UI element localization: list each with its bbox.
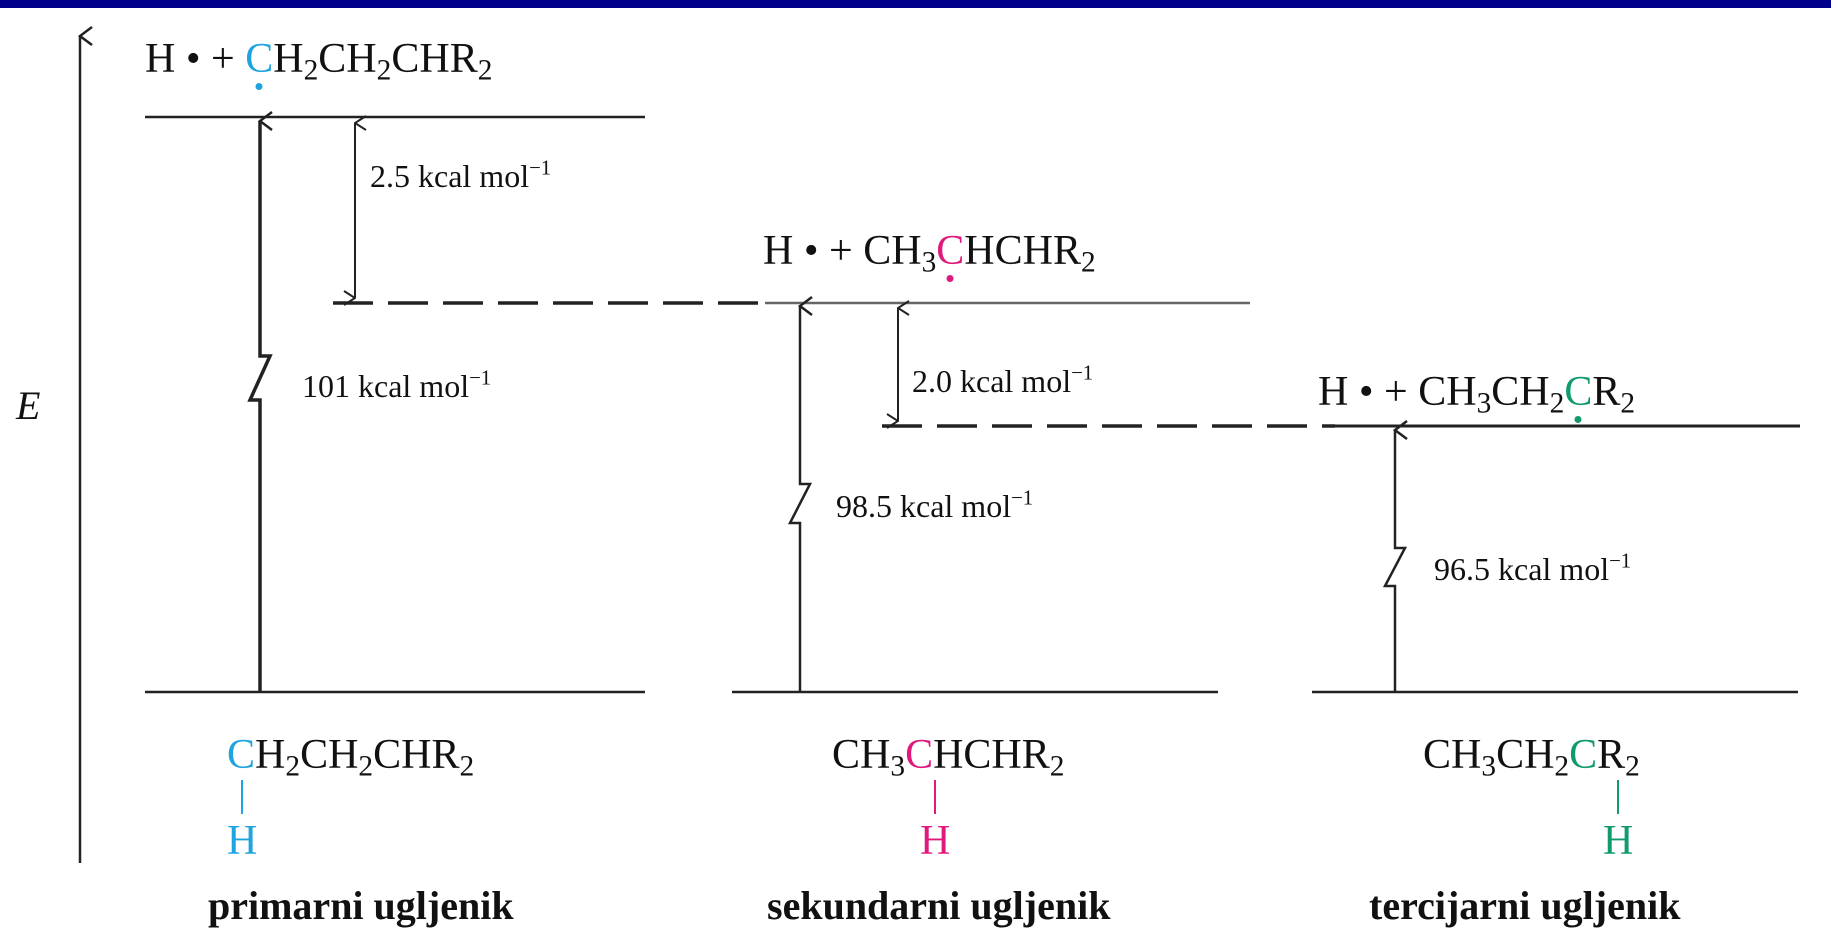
ch-bond-secondary — [934, 780, 936, 814]
formula-subscript: 2 — [477, 54, 493, 87]
molecule-tertiary: CH3CH2CR2 — [1423, 732, 1640, 781]
radical-prefix-2: CH — [1491, 369, 1550, 415]
formula-subscript: 2 — [1081, 246, 1096, 279]
molecule-secondary: CH3CHCHR2 — [832, 732, 1064, 781]
difference-value: 2.5 — [370, 158, 410, 194]
molecule-primary: CH2CH2CHR2 — [227, 732, 474, 781]
radical-carbon-letter: C — [936, 228, 965, 274]
molecule-carbon: C — [905, 732, 934, 778]
bond-energy-exp: −1 — [1011, 486, 1034, 510]
ch-bond-primary — [241, 780, 243, 814]
difference-unit: kcal mol — [418, 158, 530, 194]
energy-axis-label: E — [16, 383, 41, 428]
radical-carbon: C — [245, 36, 274, 90]
caption-secondary: sekundarni ugljenik — [767, 883, 1111, 928]
bond-energy-value: 101 — [302, 368, 350, 404]
ch-bond-tertiary — [1617, 780, 1619, 814]
formula-subscript: 2 — [1049, 750, 1065, 783]
radical-prefix: H • + — [145, 36, 246, 82]
bond-energy-exp: −1 — [469, 366, 492, 390]
formula-fragment: R — [1592, 369, 1621, 415]
radical-prefix-2-sub: 2 — [1549, 387, 1565, 420]
caption-tertiary: tercijarni ugljenik — [1369, 883, 1681, 928]
molecule-before: CH3CH2 — [1423, 732, 1569, 781]
molecule-carbon: C — [1569, 732, 1598, 778]
formula-fragment: R — [1597, 732, 1626, 778]
formula-subscript: 2 — [285, 750, 301, 783]
bond-energy-value: 96.5 — [1434, 551, 1490, 587]
formula-subscript: 2 — [1620, 387, 1636, 420]
formula-fragment: CHR — [391, 36, 478, 82]
radical-prefix: H • + CH — [1318, 369, 1477, 415]
formula-subscript: 2 — [1625, 750, 1640, 783]
formula-fragment: H — [273, 36, 304, 82]
molecule-after: H2CH2CHR2 — [255, 732, 474, 781]
formula-subscript: 3 — [1481, 750, 1497, 783]
radical-prefix-sub: 3 — [921, 246, 937, 279]
bond-energy-value: 98.5 — [836, 488, 892, 524]
bond-energy-tertiary: 96.5 kcal mol−1 — [1434, 549, 1632, 587]
difference-unit: kcal mol — [960, 363, 1072, 399]
bond-energy-primary: 101 kcal mol−1 — [302, 366, 492, 404]
molecule-after: R2 — [1597, 732, 1640, 781]
bond-arrow-primary — [247, 121, 270, 692]
formula-fragment: CH — [300, 732, 359, 778]
caption-primary: primarni ugljenik — [208, 883, 514, 928]
formula-fragment: CH — [832, 732, 891, 778]
difference-label-1: 2.5 kcal mol−1 — [370, 156, 552, 194]
molecule-carbon: C — [227, 732, 256, 778]
difference-exp: −1 — [529, 156, 552, 180]
bond-energy-unit: kcal mol — [900, 488, 1012, 524]
formula-fragment: HCHR — [964, 228, 1081, 274]
energy-diagram-lines — [0, 8, 1800, 863]
radical-rest: HCHR2 — [964, 228, 1095, 277]
radical-prefix-sub: 3 — [1476, 387, 1492, 420]
formula-subscript: 2 — [459, 750, 475, 783]
formula-fragment: CH — [1496, 732, 1555, 778]
radical-dot — [1574, 416, 1582, 423]
bond-energy-unit: kcal mol — [1498, 551, 1610, 587]
difference-label-2: 2.0 kcal mol−1 — [912, 361, 1094, 399]
hydrogen-secondary: H — [920, 818, 951, 864]
difference-value: 2.0 — [912, 363, 952, 399]
formula-subscript: 2 — [358, 750, 374, 783]
bond-energy-exp: −1 — [1609, 549, 1632, 573]
bond-arrow-secondary — [787, 306, 810, 692]
radical-rest: H2CH2CHR2 — [273, 36, 492, 85]
formula-subscript: 2 — [376, 54, 392, 87]
formula-fragment: HCHR — [933, 732, 1050, 778]
formula-subscript: 2 — [303, 54, 319, 87]
molecule-before: CH3 — [832, 732, 905, 781]
bond-arrow-tertiary — [1382, 430, 1405, 692]
formula-fragment: CHR — [373, 732, 460, 778]
radical-carbon-letter: C — [245, 36, 274, 82]
difference-exp: −1 — [1071, 361, 1094, 385]
radical-carbon-letter: C — [1564, 369, 1593, 415]
radical-carbon: C — [1564, 369, 1593, 423]
hydrogen-tertiary: H — [1603, 818, 1634, 864]
hydrogen-primary: H — [227, 818, 258, 864]
radical-dot — [255, 83, 263, 90]
formula-fragment: H — [255, 732, 286, 778]
formula-fragment: CH — [318, 36, 377, 82]
radical-rest: R2 — [1592, 369, 1635, 418]
radical-dot — [946, 275, 954, 282]
bond-energy-unit: kcal mol — [358, 368, 470, 404]
radical-prefix: H • + CH — [763, 228, 922, 274]
radical-carbon: C — [936, 228, 965, 282]
formula-subscript: 2 — [1554, 750, 1570, 783]
formula-fragment: CH — [1423, 732, 1482, 778]
bond-energy-secondary: 98.5 kcal mol−1 — [836, 486, 1034, 524]
molecule-after: HCHR2 — [933, 732, 1064, 781]
formula-subscript: 3 — [890, 750, 906, 783]
